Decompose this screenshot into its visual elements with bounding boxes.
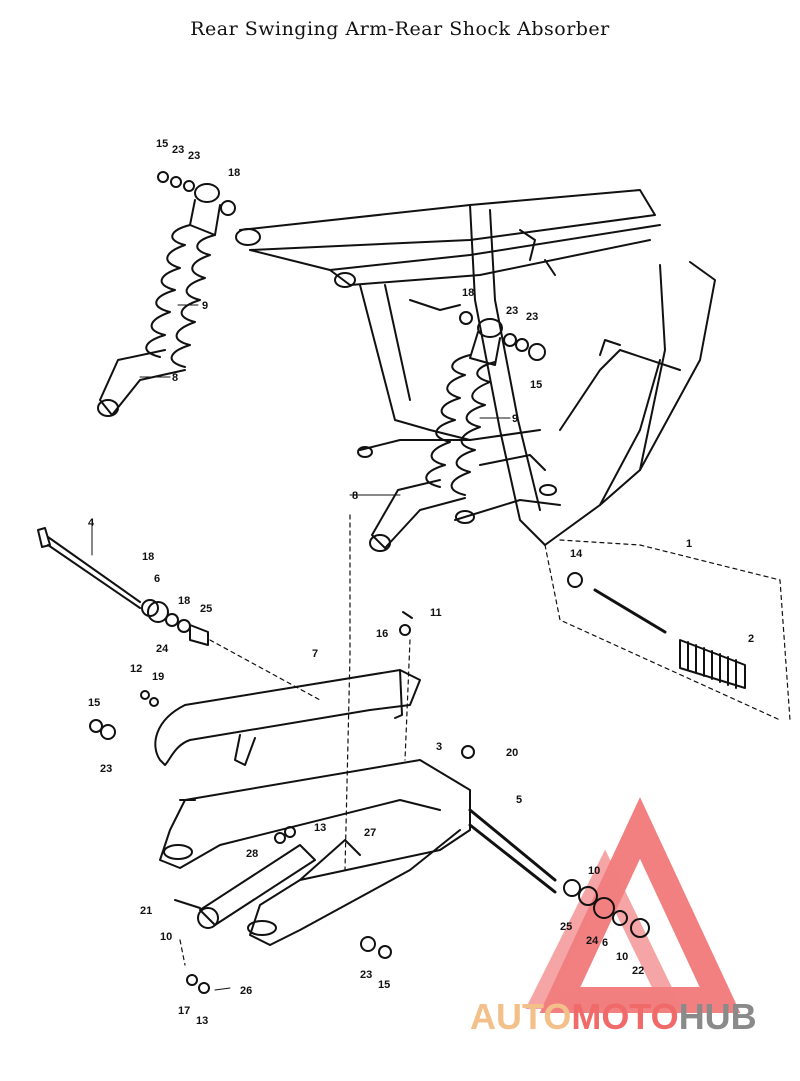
- callout-11: 11: [430, 607, 442, 619]
- watermark-part3: HUB: [678, 996, 757, 1037]
- callout-27: 27: [364, 827, 376, 839]
- callout-right-18: 18: [462, 287, 474, 299]
- watermark-part2: MOTO: [571, 996, 679, 1037]
- callout-13-lower: 13: [196, 1015, 208, 1027]
- watermark-logo: [525, 797, 741, 1013]
- callout-15-left: 15: [88, 697, 100, 709]
- callout-17: 17: [178, 1005, 190, 1017]
- callout-right-23a: 23: [506, 305, 518, 317]
- chain-guard: [154, 669, 421, 766]
- callout-4: 4: [88, 517, 95, 529]
- watermark-part1: AUTO: [470, 996, 572, 1037]
- callout-20: 20: [506, 747, 518, 759]
- right-shock-absorber: [369, 311, 546, 552]
- lower-links: [89, 611, 475, 994]
- callout-pl-6: 6: [154, 573, 160, 585]
- callout-23-lower: 23: [360, 969, 372, 981]
- pivot-shaft: [37, 527, 321, 701]
- callout-right-15: 15: [530, 379, 542, 391]
- callout-pl-18b: 18: [178, 595, 190, 607]
- callout-5: 5: [516, 794, 522, 806]
- callout-19: 19: [152, 671, 164, 683]
- callout-7: 7: [312, 648, 318, 660]
- callout-15-lower: 15: [378, 979, 390, 991]
- callout-pr-24: 24: [586, 935, 599, 947]
- callout-right-9: 9: [512, 413, 518, 425]
- callout-pl-25: 25: [200, 603, 212, 615]
- pivot-right-parts: [563, 879, 650, 938]
- callout-14: 14: [570, 548, 583, 560]
- callout-pr-22: 22: [632, 965, 644, 977]
- left-shock-absorber: [97, 171, 236, 417]
- callout-26: 26: [240, 985, 252, 997]
- callout-left-18: 18: [228, 167, 240, 179]
- callout-3: 3: [436, 741, 442, 753]
- callout-pr-25: 25: [560, 921, 572, 933]
- callout-left-23b: 23: [188, 150, 200, 162]
- callout-28: 28: [246, 848, 258, 860]
- leader-lines: [179, 514, 411, 966]
- callout-23-left: 23: [100, 763, 112, 775]
- callout-13-upper: 13: [314, 822, 326, 834]
- callout-leaders: [91, 304, 511, 991]
- callout-pr-10b: 10: [616, 951, 628, 963]
- callout-left-15: 15: [156, 138, 168, 150]
- kit-group: [544, 539, 791, 721]
- callout-16: 16: [376, 628, 388, 640]
- callout-pl-24: 24: [156, 643, 169, 655]
- callout-right-23b: 23: [526, 311, 538, 323]
- callout-pr-10a: 10: [588, 865, 600, 877]
- callout-1: 1: [686, 538, 692, 550]
- callout-left-9: 9: [202, 300, 208, 312]
- watermark-text: AUTOMOTOHUB: [470, 996, 795, 1040]
- frame: [235, 189, 716, 546]
- callout-2: 2: [748, 633, 754, 645]
- callout-pr-6: 6: [602, 937, 608, 949]
- callout-21: 21: [140, 905, 152, 917]
- callout-12: 12: [130, 663, 142, 675]
- callout-pl-18a: 18: [142, 551, 154, 563]
- diagram-title: Rear Swinging Arm-Rear Shock Absorber: [190, 18, 610, 40]
- callout-left-23a: 23: [172, 144, 184, 156]
- callout-10-lower: 10: [160, 931, 172, 943]
- callout-right-8: 8: [352, 490, 358, 502]
- callout-left-8: 8: [172, 372, 178, 384]
- swing-arm: [159, 759, 557, 946]
